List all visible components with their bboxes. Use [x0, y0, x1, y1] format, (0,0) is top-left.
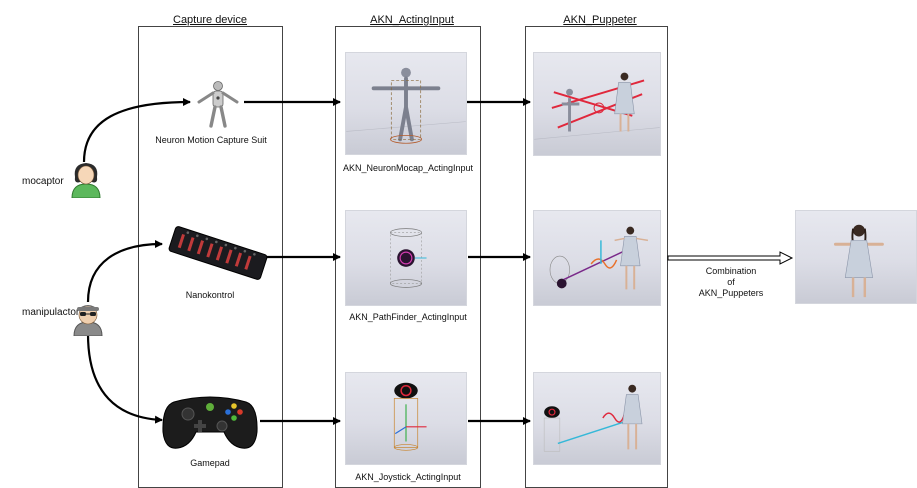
column-title-puppeter: AKN_Puppeter: [563, 14, 637, 26]
gamepad-icon: [162, 396, 258, 449]
nanokontrol-device-icon: [168, 226, 268, 280]
puppeter-joystick-image: [533, 372, 661, 465]
mocaptor-label: mocaptor: [22, 176, 64, 187]
manipulactor-label: manipulactor: [22, 307, 80, 318]
manipulactor-spy-icon: [73, 305, 103, 336]
joystick-acting-input-label: AKN_Joystick_ActingInput: [355, 472, 461, 482]
column-title-capture-device: Capture device: [173, 14, 247, 26]
combined-puppeter-result-image: [795, 210, 917, 304]
neuron-acting-input-image: [345, 52, 467, 155]
arrow-manipulactor-to-gamepad: [86, 333, 163, 424]
arrow-manipulactor-to-nanokontrol: [86, 240, 163, 303]
pathfinder-acting-input-image: [345, 210, 467, 306]
combination-label-line1: Combination: [705, 266, 757, 276]
puppeter-neuron-image: [533, 52, 661, 156]
neuron-suit-label: Neuron Motion Capture Suit: [155, 135, 267, 145]
combination-label-line3: AKN_Puppeters: [698, 288, 764, 298]
combination-label-line2: of: [727, 277, 735, 287]
arrow-mocaptor-to-suit: [82, 98, 191, 163]
neuron-acting-input-label: AKN_NeuronMocap_ActingInput: [342, 163, 474, 173]
nanokontrol-label: Nanokontrol: [185, 290, 235, 300]
gamepad-label: Gamepad: [190, 458, 230, 468]
joystick-acting-input-image: [345, 372, 467, 465]
motion-capture-suit-icon: [197, 81, 239, 128]
pathfinder-acting-input-label: AKN_PathFinder_ActingInput: [349, 312, 467, 322]
column-title-acting-input: AKN_ActingInput: [370, 14, 454, 26]
mocaptor-person-icon: [71, 163, 101, 198]
combination-hollow-arrow: [667, 251, 794, 265]
puppeter-pathfinder-image: [533, 210, 661, 306]
